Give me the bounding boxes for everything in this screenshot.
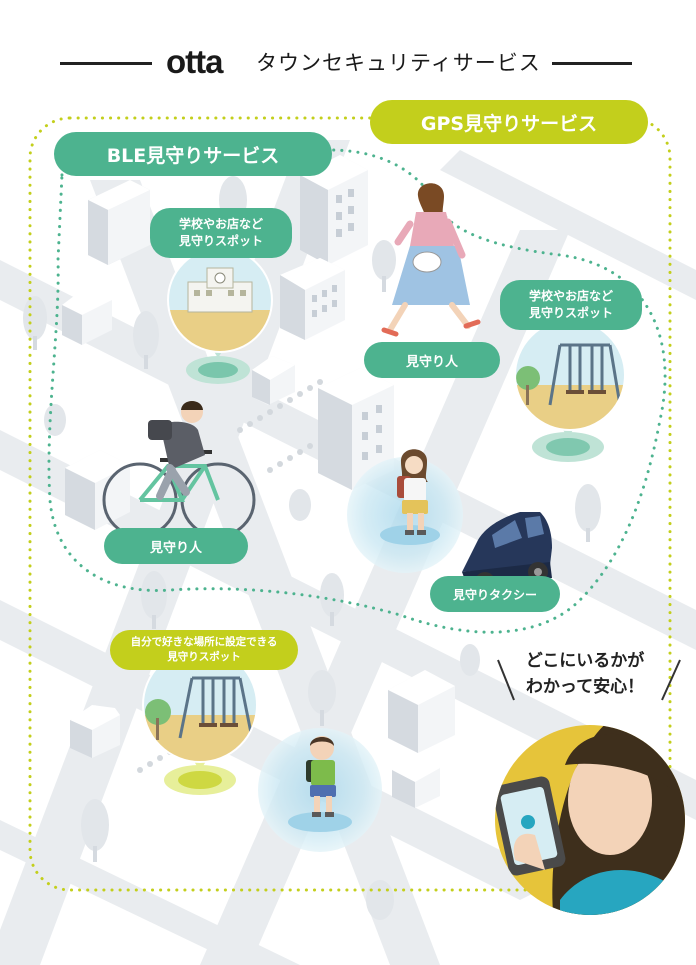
school-building-icon [187, 267, 253, 313]
building-left-block [65, 450, 130, 530]
child-girl-figure [397, 449, 428, 535]
watcher-label-cyclist: 見守り人 [104, 528, 248, 564]
watcher-label-taxi: 見守りタクシー [430, 576, 560, 612]
building-tall-top [300, 155, 368, 265]
header-rule-left [60, 62, 152, 65]
reassurance-speech: どこにいるかが わかって安心！ [500, 648, 670, 700]
building-right-lower [388, 670, 455, 753]
spot-label-line: 見守りスポット [178, 234, 263, 248]
child-girl-signal [347, 449, 463, 573]
page-title: タウンセキュリティサービス [256, 51, 541, 75]
ble-coverage-boundary [47, 148, 667, 634]
spot-label-line: 自分で好きな場所に設定できる [130, 636, 278, 648]
spot-label-custom: 自分で好きな場所に設定できる 見守りスポット [110, 630, 298, 670]
gps-service-label: GPS見守りサービス [370, 100, 648, 144]
speech-line-2: わかって安心！ [525, 677, 645, 697]
speech-line-1: どこにいるかが [525, 651, 645, 671]
spot-school-top [167, 247, 273, 384]
otta-logo: otta [166, 43, 223, 80]
buildings [62, 155, 455, 808]
watcher-label-walking: 見守り人 [364, 342, 500, 378]
walking-watcher-figure [381, 183, 481, 337]
building-center-tall [318, 368, 394, 490]
building-house-lower-left [70, 705, 120, 758]
spot-label-line: 見守りスポット [528, 306, 613, 320]
spot-label-line: 見守りスポット [167, 651, 241, 663]
child-boy-figure [306, 736, 336, 817]
header-rule-right [552, 62, 632, 65]
building-house-lower-right [392, 755, 440, 808]
spot-label-school-top: 学校やお店など 見守りスポット [150, 208, 292, 258]
spot-label-line: 学校やお店など [178, 217, 263, 231]
spot-label-school-right: 学校やお店など 見守りスポット [500, 280, 642, 330]
building-house-mid [252, 356, 295, 405]
building-mid [280, 258, 345, 340]
spot-label-line: 学校やお店など [528, 289, 613, 303]
ble-service-label: BLE見守りサービス [54, 132, 332, 176]
child-boy-signal [258, 728, 382, 852]
building-house-left [62, 285, 112, 345]
building-top-left [88, 180, 150, 265]
crosswalk-dots [137, 379, 323, 773]
spot-swing-right [514, 319, 626, 462]
page-header: otta タウンセキュリティサービス [0, 40, 696, 84]
